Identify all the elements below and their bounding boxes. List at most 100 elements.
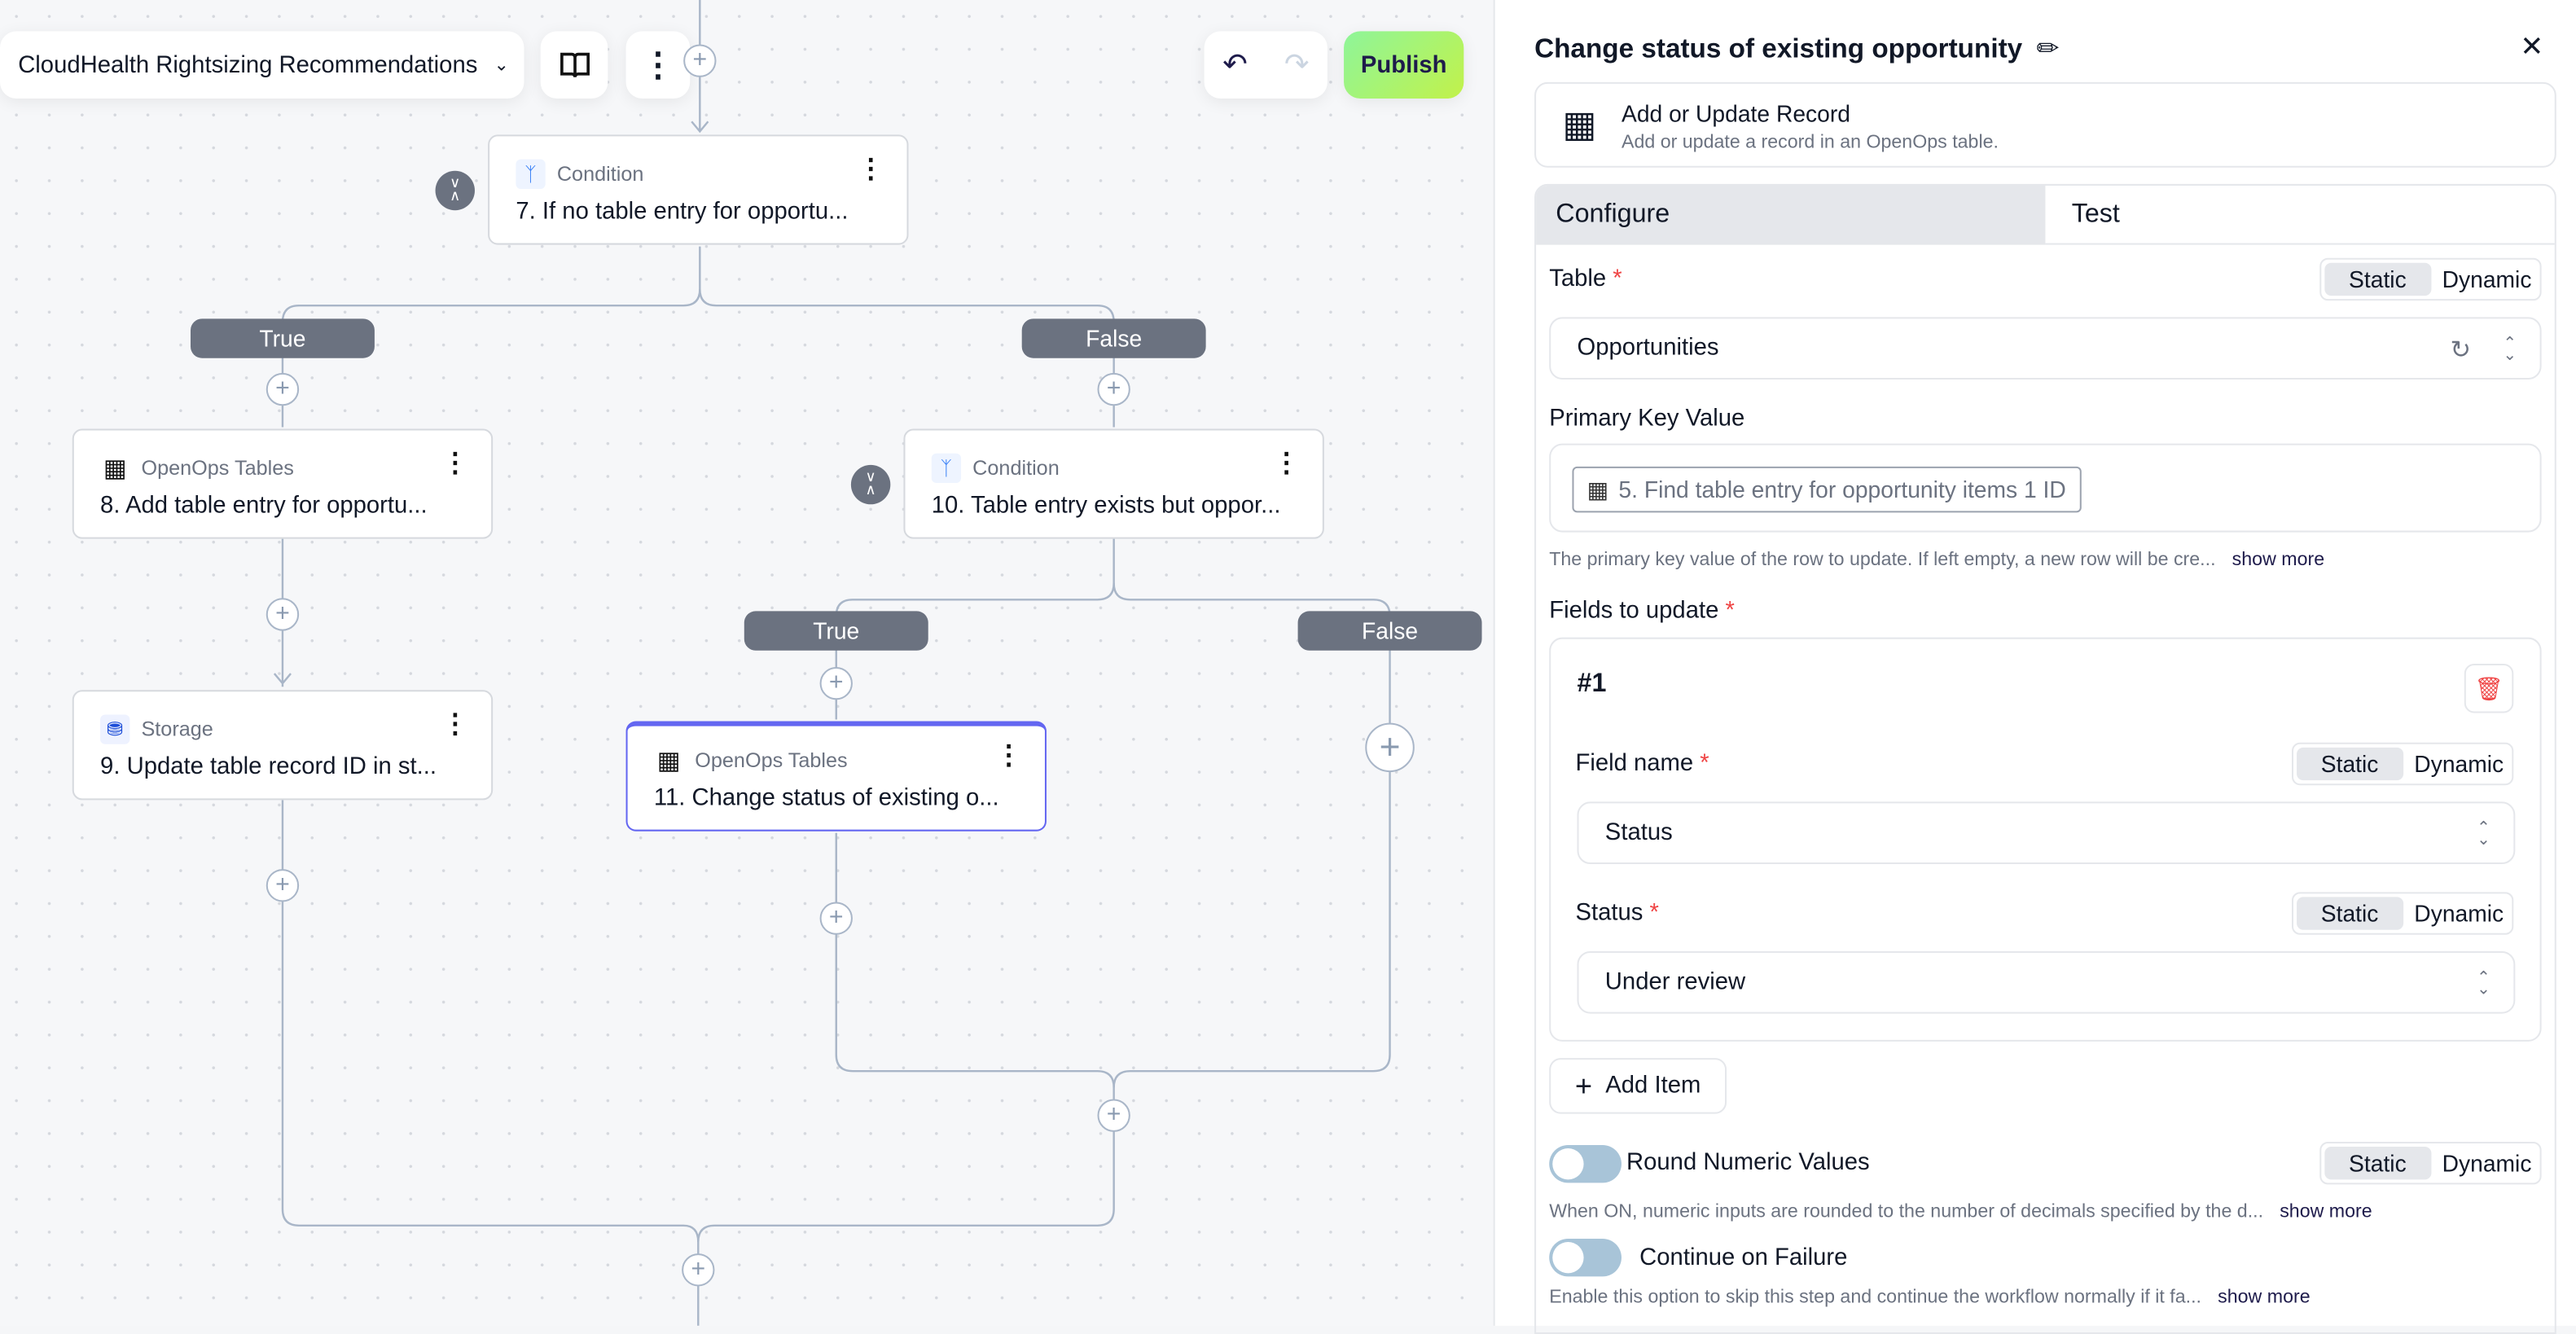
status-select[interactable]: Under review⌃⌄ [1577,950,2516,1014]
more-options-button[interactable]: ⋮ [625,31,691,99]
add-item-button[interactable]: + Add Item [1549,1058,1727,1114]
step-menu-icon[interactable]: ⋮ [1273,450,1300,479]
continue-on-failure-switch[interactable] [1549,1238,1622,1277]
continue-on-failure-label: Continue on Failure [1639,1245,1848,1272]
show-more-link[interactable]: show more [2280,1202,2372,1222]
required-marker: * [1649,900,1659,927]
add-step-button[interactable]: + [265,869,300,902]
action-description: Add or update a record in an OpenOps tab… [1621,133,1999,153]
add-step-button[interactable]: + [265,598,300,631]
close-icon[interactable]: ✕ [2520,31,2544,63]
step-menu-icon[interactable]: ⋮ [441,450,468,479]
item-number: #1 [1577,670,1607,699]
show-more-link[interactable]: show more [2218,1288,2311,1308]
tab-configure[interactable]: Configure [1536,185,2046,245]
tab-test[interactable]: Test [2045,186,2555,245]
flow-step-8[interactable]: ▦OpenOps Tables 8. Add table entry for o… [72,428,494,539]
panel-title: Change status of existing opportunity ✏︎ [1534,33,2059,65]
status-mode-toggle[interactable]: Static Dynamic [2291,892,2514,935]
add-step-button[interactable]: + [819,666,853,700]
show-more-link[interactable]: show more [2232,550,2325,570]
collapse-branches-icon[interactable]: ∨∧ [850,464,891,505]
refresh-icon[interactable]: ↻ [2450,336,2471,365]
table-icon: ▦ [656,747,681,776]
flow-step-11-selected[interactable]: ▦OpenOps Tables 11. Change status of exi… [625,721,1047,832]
table-select[interactable]: Opportunities ↻ ⌃⌄ [1549,317,2542,380]
button-label: Add Item [1605,1073,1701,1099]
selected-value: Under review [1604,969,1746,996]
flow-title-dropdown[interactable]: CloudHealth Rightsizing Recommendations … [0,31,524,99]
step-type: Storage [141,717,213,741]
branch-label-true: True [744,611,928,651]
label-text: Table [1549,265,1607,293]
flow-step-9[interactable]: ⛃ Storage 9. Update table record ID in st… [72,690,494,801]
add-step-button[interactable]: + [683,44,717,77]
database-icon: ⛃ [100,714,130,744]
step-title: 11. Change status of existing o... [653,785,999,812]
add-step-button[interactable]: + [1097,372,1130,406]
variable-chip[interactable]: ▦5. Find table entry for opportunity ite… [1572,466,2081,513]
round-mode-toggle[interactable]: Static Dynamic [2319,1141,2542,1185]
add-step-button[interactable]: + [682,1253,715,1287]
dynamic-option[interactable]: Dynamic [2442,265,2532,293]
step-title: 8. Add table entry for opportu... [100,493,428,520]
add-step-button[interactable]: + [265,372,300,406]
primary-key-label: Primary Key Value [1549,406,1745,432]
trash-icon: 🗑︎ [2474,675,2504,702]
more-vertical-icon: ⋮ [641,47,675,84]
flow-title: CloudHealth Rightsizing Recommendations [18,51,478,78]
field-name-select[interactable]: Status ⌃⌄ [1577,801,2516,865]
primary-key-help: The primary key value of the row to upda… [1549,551,2324,570]
help-text: The primary key value of the row to upda… [1549,550,2216,570]
field-name-label: Field name* [1575,751,1709,777]
chevron-up-down-icon: ⌃⌄ [2477,819,2491,849]
static-option[interactable]: Static [2324,1147,2431,1180]
action-card[interactable]: ▦ Add or Update Record Add or update a r… [1534,81,2556,168]
collapse-branches-icon[interactable]: ∨∧ [435,170,475,211]
publish-button[interactable]: Publish [1344,31,1464,99]
primary-key-input[interactable]: ▦5. Find table entry for opportunity ite… [1549,443,2542,533]
help-text: When ON, numeric inputs are rounded to t… [1549,1202,2264,1222]
status-label: Status* [1575,900,1658,926]
field-name-mode-toggle[interactable]: Static Dynamic [2291,742,2514,786]
branch-label-false: False [1021,318,1206,358]
selected-value: Status [1604,819,1673,846]
pencil-icon[interactable]: ✏︎ [2036,34,2060,64]
required-marker: * [1613,265,1622,293]
step-type: OpenOps Tables [141,456,294,481]
add-step-button[interactable]: + [819,902,853,935]
step-menu-icon[interactable]: ⋮ [441,711,468,739]
add-step-button-large[interactable]: + [1365,722,1415,773]
static-option[interactable]: Static [2297,897,2403,930]
docs-button[interactable] [540,31,608,99]
plus-icon: + [1574,1069,1593,1102]
label-text: Fields to update [1549,598,1719,625]
round-numeric-label: Round Numeric Values [1626,1150,1870,1177]
step-menu-icon[interactable]: ⋮ [857,156,884,184]
delete-item-button[interactable]: 🗑︎ [2464,663,2514,713]
chevron-down-icon: ⌄ [494,55,510,76]
dynamic-option[interactable]: Dynamic [2414,900,2504,927]
static-option[interactable]: Static [2297,747,2403,781]
table-icon: ▦ [1586,475,1609,502]
step-settings-panel: Change status of existing opportunity ✏︎… [1493,0,2576,1334]
undo-icon[interactable]: ↶ [1222,47,1248,81]
continue-on-failure-help: Enable this option to skip this step and… [1549,1288,2310,1307]
flow-canvas[interactable]: CloudHealth Rightsizing Recommendations … [0,0,1495,1326]
round-numeric-switch[interactable] [1549,1144,1622,1183]
add-step-button[interactable]: + [1097,1099,1130,1132]
step-menu-icon[interactable]: ⋮ [995,742,1022,771]
step-title: 9. Update table record ID in st... [100,753,437,781]
book-icon [560,51,589,77]
dynamic-option[interactable]: Dynamic [2442,1150,2532,1177]
step-type: Condition [556,162,644,186]
table-label: Table* [1549,266,1622,292]
label-text: Status [1575,900,1643,927]
redo-icon[interactable]: ↷ [1284,47,1310,81]
dynamic-option[interactable]: Dynamic [2414,750,2504,778]
step-title: 7. If no table entry for opportu... [516,199,849,226]
table-mode-toggle[interactable]: Static Dynamic [2319,257,2542,301]
static-option[interactable]: Static [2324,262,2431,296]
